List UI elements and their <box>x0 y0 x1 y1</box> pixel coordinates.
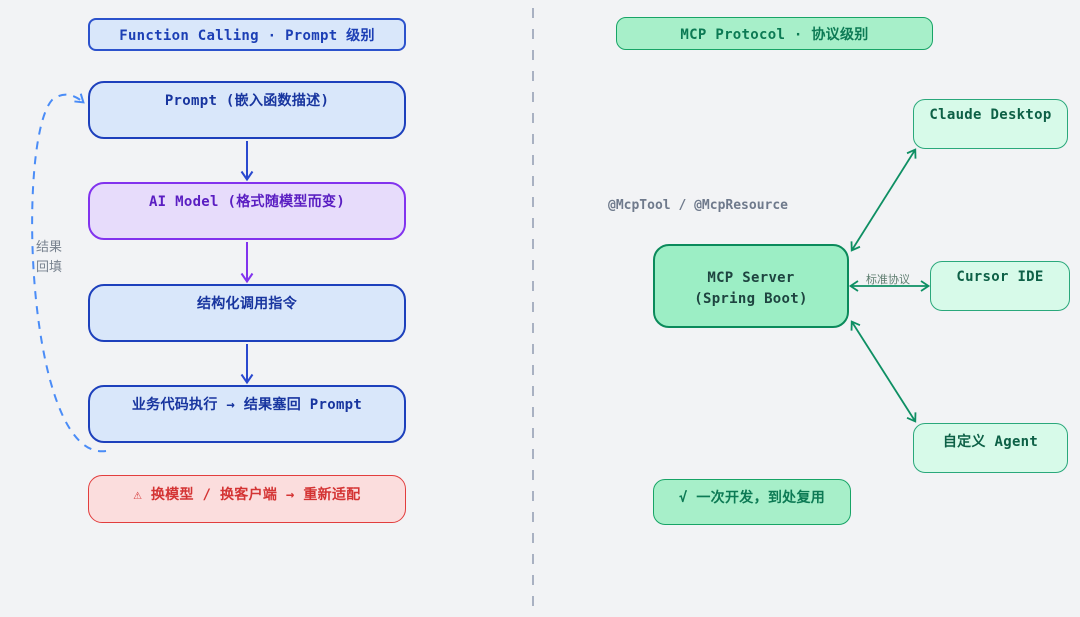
benefit-box: √ 一次开发，到处复用 <box>653 479 851 525</box>
node-claude-desktop-label: Claude Desktop <box>929 107 1052 123</box>
arrow-server-agent <box>850 320 917 423</box>
loop-label: 结果 回填 <box>36 238 62 277</box>
warning-box: ⚠ 换模型 / 换客户端 → 重新适配 <box>88 475 406 523</box>
node-custom-agent: 自定义 Agent <box>913 423 1068 473</box>
mcp-server-line1: MCP Server <box>707 269 795 286</box>
arrow-server-claude <box>850 148 917 252</box>
function-calling-header-label: Function Calling · Prompt 级别 <box>119 27 375 44</box>
function-calling-header: Function Calling · Prompt 级别 <box>88 18 406 51</box>
node-structured-instruction: 结构化调用指令 <box>88 284 406 342</box>
node-ai-model: AI Model (格式随模型而变) <box>88 182 406 240</box>
benefit-label: √ 一次开发，到处复用 <box>678 490 826 506</box>
node-ai-model-label: AI Model (格式随模型而变) <box>148 194 346 210</box>
mcp-protocol-header: MCP Protocol · 协议级别 <box>616 17 933 50</box>
loop-label-line1: 结果 <box>36 240 63 255</box>
mcp-server-line2: (Spring Boot) <box>694 290 808 307</box>
warning-label: ⚠ 换模型 / 换客户端 → 重新适配 <box>133 487 361 503</box>
node-structured-instruction-label: 结构化调用指令 <box>196 296 298 312</box>
mcp-annotation: @McpTool / @McpResource <box>608 198 789 213</box>
node-claude-desktop: Claude Desktop <box>913 99 1068 149</box>
node-prompt: Prompt (嵌入函数描述) <box>88 81 406 139</box>
node-mcp-server: MCP Server (Spring Boot) <box>653 244 849 328</box>
node-custom-agent-label: 自定义 Agent <box>942 434 1039 450</box>
loop-label-line2: 回填 <box>36 259 63 275</box>
node-cursor-ide: Cursor IDE <box>930 261 1070 311</box>
node-prompt-label: Prompt (嵌入函数描述) <box>164 93 330 109</box>
node-code-execution: 业务代码执行 → 结果塞回 Prompt <box>88 385 406 443</box>
mcp-protocol-header-label: MCP Protocol · 协议级别 <box>680 26 869 43</box>
standard-protocol-edge-label: 标准协议 <box>866 273 910 286</box>
node-code-execution-label: 业务代码执行 → 结果塞回 Prompt <box>131 397 363 413</box>
node-cursor-ide-label: Cursor IDE <box>956 269 1044 285</box>
